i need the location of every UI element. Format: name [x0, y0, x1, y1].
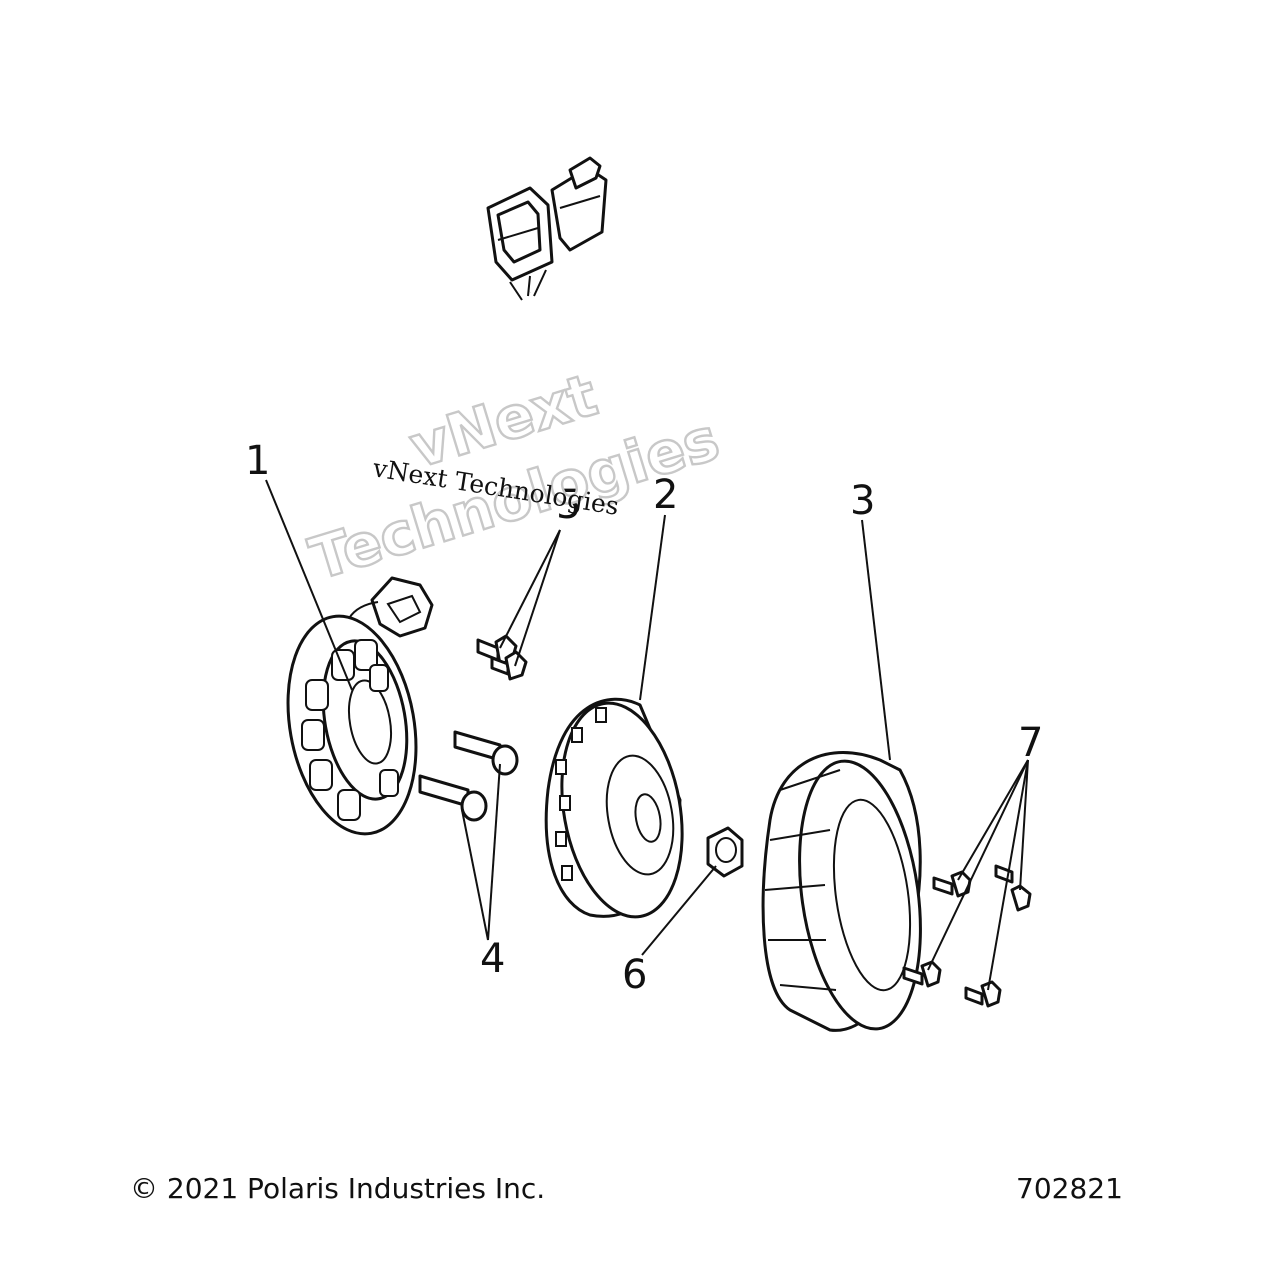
- callout-labels: 1 2 3 4 5 6 7: [245, 438, 1043, 998]
- screw-icon: [994, 864, 1032, 912]
- flywheel-icon: [544, 697, 684, 919]
- callout-7: 7: [1018, 720, 1043, 766]
- connector-icon: [486, 186, 554, 282]
- wiring-harness: [342, 156, 608, 651]
- stator-icon: [286, 614, 418, 836]
- fan-icon: [761, 751, 922, 1032]
- bolt-icon: [418, 774, 488, 822]
- leader-lines: [265, 479, 1029, 991]
- screw-icon: [902, 960, 942, 988]
- callout-3: 3: [850, 478, 875, 524]
- callout-2: 2: [653, 472, 678, 518]
- screw-icon: [964, 980, 1002, 1008]
- bolt-icon: [453, 730, 519, 776]
- watermark: vNext Technologies vNext Technologies: [301, 359, 728, 594]
- callout-4: 4: [480, 936, 505, 982]
- grommet-icon: [370, 576, 434, 638]
- nut-icon: [706, 826, 744, 878]
- copyright-notice: © 2021 Polaris Industries Inc.: [130, 1172, 546, 1205]
- drawing-number: 702821: [1016, 1172, 1123, 1205]
- callout-1: 1: [245, 438, 270, 484]
- callout-6: 6: [622, 952, 647, 998]
- callout-5: 5: [556, 482, 581, 528]
- connector-icon: [550, 156, 608, 252]
